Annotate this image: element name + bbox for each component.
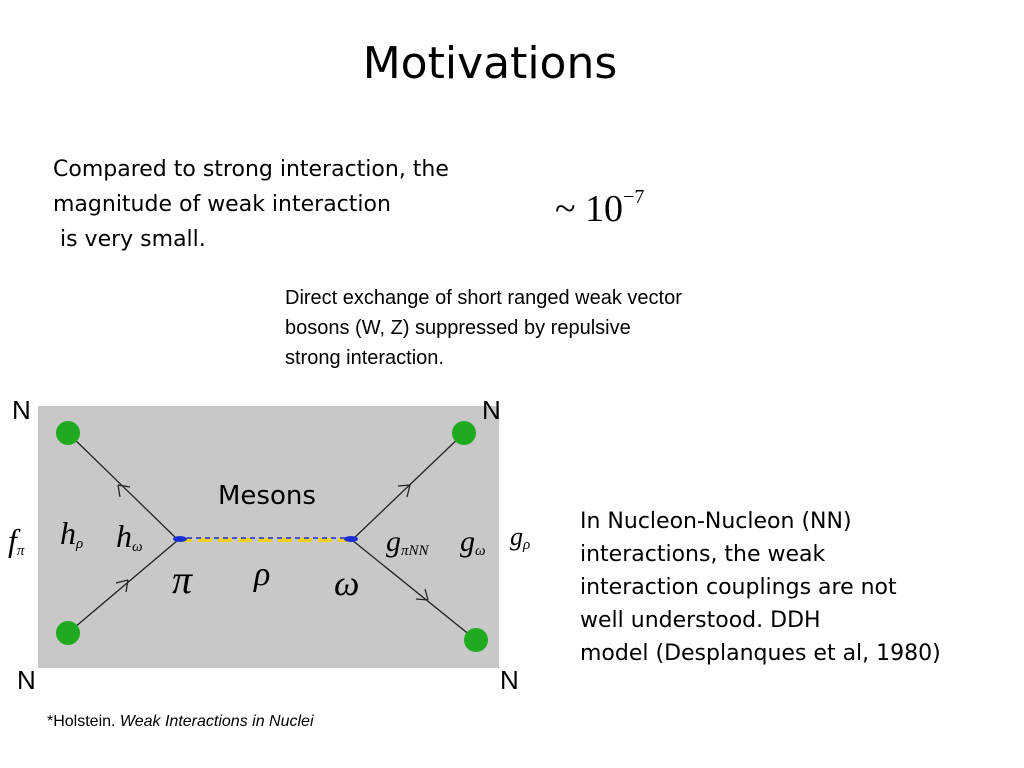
nucleon-top-left xyxy=(56,421,80,445)
direct-exchange-line-2: bosons (W, Z) suppressed by repulsive xyxy=(285,317,631,339)
nn-couplings-text: In Nucleon-Nucleon (NN) interactions, th… xyxy=(580,505,941,670)
coupling-h-omega: hω xyxy=(116,518,143,556)
nn-line-2: interactions, the weak xyxy=(580,542,826,567)
intro-text: Compared to strong interaction, the magn… xyxy=(53,152,449,257)
direct-exchange-text: Direct exchange of short ranged weak vec… xyxy=(285,283,682,373)
nucleon-label-bottom-right: N xyxy=(500,665,519,695)
nucleon-label-top-right: N xyxy=(482,395,501,425)
footnote-work: Weak Interactions in Nuclei xyxy=(119,713,314,730)
meson-symbol-omega: ω xyxy=(334,563,360,603)
meson-symbol-pi: π xyxy=(172,557,193,602)
coupling-h-rho-base: h xyxy=(60,515,76,551)
coupling-g-pinn-sub: πNN xyxy=(401,543,429,559)
arrow-bottom-right xyxy=(415,588,429,601)
direct-exchange-line-1: Direct exchange of short ranged weak vec… xyxy=(285,287,682,309)
arrow-bottom-left xyxy=(115,579,129,593)
coupling-g-omega-sub: ω xyxy=(475,543,486,559)
meson-symbol-rho: ρ xyxy=(254,556,271,593)
magnitude-prefix: ~ 10 xyxy=(555,188,624,230)
coupling-g-omega-base: g xyxy=(460,525,475,558)
vertex-right xyxy=(344,536,358,542)
coupling-g-omega: gω xyxy=(460,525,486,560)
coupling-f-pi: fπ xyxy=(8,522,24,560)
coupling-h-omega-base: h xyxy=(116,518,132,554)
mesons-label: Mesons xyxy=(218,481,316,511)
coupling-g-pinn: gπNN xyxy=(386,525,429,560)
slide-title: Motivations xyxy=(362,38,618,89)
intro-line-1: Compared to strong interaction, the xyxy=(53,157,449,182)
coupling-h-rho-sub: ρ xyxy=(76,536,84,552)
arrow-top-right xyxy=(397,484,411,498)
nucleon-bottom-right xyxy=(464,628,488,652)
footnote-author: *Holstein. xyxy=(47,713,120,730)
magnitude-exponent: −7 xyxy=(623,186,645,208)
coupling-f-pi-base: f xyxy=(8,522,17,558)
diagram-background xyxy=(38,406,499,668)
nucleon-line-top-right xyxy=(351,432,465,541)
nn-line-1: In Nucleon-Nucleon (NN) xyxy=(580,509,852,534)
nucleon-line-bottom-right xyxy=(351,539,477,641)
nucleon-line-bottom-left xyxy=(67,539,179,634)
arrow-top-left xyxy=(117,484,131,498)
nucleon-line-top-left xyxy=(67,432,179,541)
nucleon-bottom-left xyxy=(56,621,80,645)
intro-line-3: is very small. xyxy=(53,227,206,252)
nucleon-label-bottom-left: N xyxy=(17,665,36,695)
coupling-h-omega-sub: ω xyxy=(132,539,143,555)
footnote: *Holstein. Weak Interactions in Nuclei xyxy=(47,713,314,731)
nn-line-5: model (Desplanques et al, 1980) xyxy=(580,641,941,666)
nucleon-label-top-left: N xyxy=(12,395,31,425)
nn-line-4: well understood. DDH xyxy=(580,608,821,633)
nucleon-top-right xyxy=(452,421,476,445)
direct-exchange-line-3: strong interaction. xyxy=(285,347,444,369)
coupling-g-rho-sub: ρ xyxy=(523,537,531,553)
coupling-f-pi-sub: π xyxy=(16,543,25,559)
coupling-g-pinn-base: g xyxy=(386,525,401,558)
nn-line-3: interaction couplings are not xyxy=(580,575,897,600)
coupling-g-rho: gρ xyxy=(510,522,530,554)
coupling-h-rho: hρ xyxy=(60,515,83,553)
intro-line-2: magnitude of weak interaction xyxy=(53,192,391,217)
vertex-left xyxy=(173,536,187,542)
coupling-g-rho-base: g xyxy=(510,522,523,551)
magnitude-formula: ~ 10−7 xyxy=(555,186,644,231)
